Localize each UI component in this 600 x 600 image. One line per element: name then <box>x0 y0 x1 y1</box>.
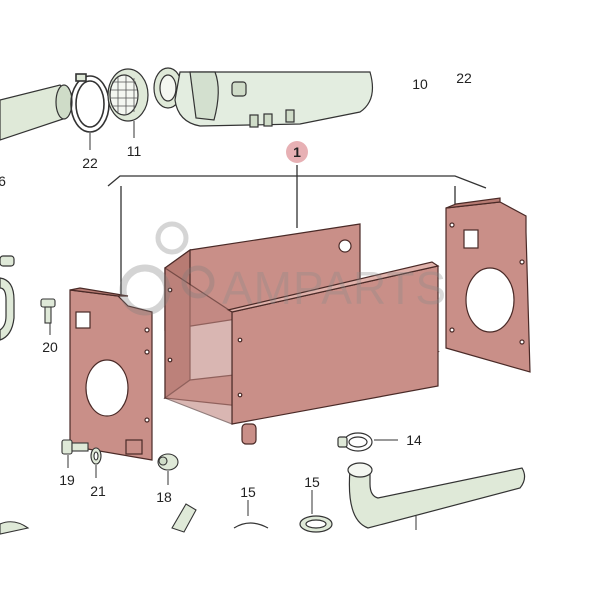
assembly-bracket-line <box>107 165 487 295</box>
heater-mounting-box <box>163 223 440 445</box>
watermark-logo: AMPARTS <box>119 221 447 316</box>
callout-15-a: 15 <box>240 484 256 500</box>
screw-20 <box>40 298 56 324</box>
callout-18: 18 <box>156 489 172 505</box>
main-part-callout-circle <box>286 141 308 163</box>
bolt-19 <box>61 439 89 455</box>
callout-21: 21 <box>90 483 106 499</box>
clamp-15-b <box>299 515 333 533</box>
nut-18 <box>157 453 179 471</box>
clamp-14 <box>337 432 373 452</box>
callout-14: 14 <box>406 432 422 448</box>
callout-20: 20 <box>42 339 58 355</box>
callout-22-top: 22 <box>456 70 472 86</box>
callout-6: 6 <box>0 173 6 189</box>
callout-11: 11 <box>127 143 142 159</box>
fitting-bottom <box>171 503 197 533</box>
exhaust-pipe <box>347 462 526 529</box>
watermark-text: AMPARTS <box>222 262 447 314</box>
callout-15-b: 15 <box>304 474 320 490</box>
leader-lines <box>49 121 417 530</box>
heater-body <box>174 71 373 128</box>
hose-clamp-22 <box>70 73 110 133</box>
clamp-15-a <box>233 522 269 529</box>
part-bottom-left <box>0 521 30 535</box>
callout-22-left: 22 <box>82 155 98 171</box>
right-mounting-panel <box>445 197 531 373</box>
left-edge-tube <box>0 255 15 341</box>
air-grille-11 <box>107 68 149 122</box>
callout-10: 10 <box>412 76 428 92</box>
callout-1: 1 <box>293 144 301 160</box>
hose-top-left <box>0 84 73 141</box>
left-mounting-panel <box>69 287 153 461</box>
washer-21 <box>90 447 102 465</box>
callout-19: 19 <box>59 472 75 488</box>
